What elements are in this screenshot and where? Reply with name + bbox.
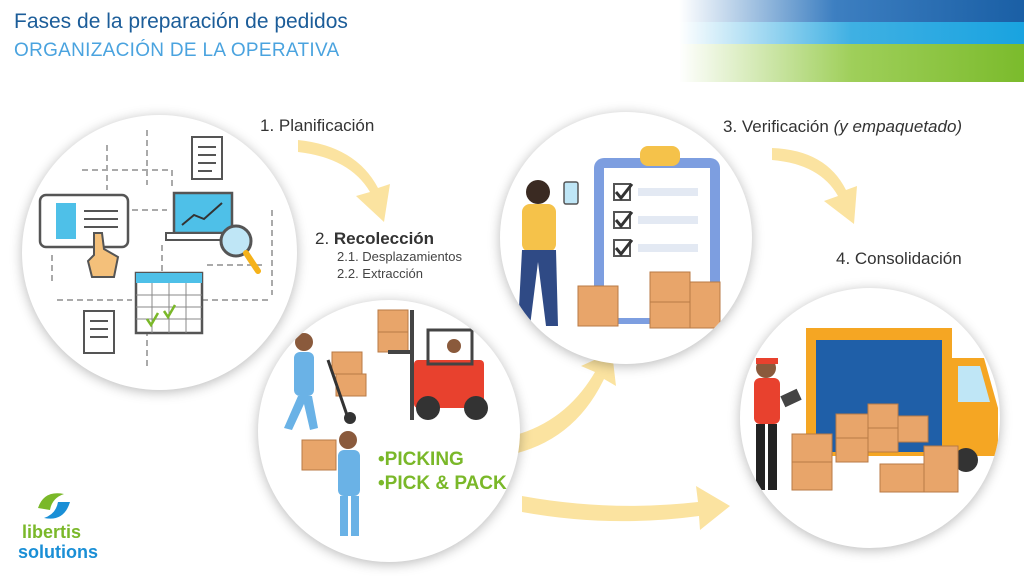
document-icon-2 bbox=[83, 310, 115, 354]
delivery-man-icon bbox=[754, 358, 802, 490]
collection-circle bbox=[258, 300, 520, 562]
arrow-collect-to-consolidate bbox=[522, 486, 730, 530]
step-collection-sub-1: 2.1. Desplazamientos bbox=[337, 249, 463, 264]
forklift-icon bbox=[377, 309, 488, 420]
arrow-verify-to-consolidate bbox=[772, 148, 857, 224]
step-collection-title: Recolección bbox=[333, 229, 435, 248]
dashed-arrows-icon bbox=[51, 130, 273, 370]
step-verification-prefix: 3. Verificación bbox=[723, 117, 834, 136]
truck-icon bbox=[806, 328, 998, 472]
laptop-chart-icon bbox=[165, 191, 243, 241]
planning-circle bbox=[22, 115, 297, 390]
boxes-icon bbox=[791, 403, 959, 493]
document-icon bbox=[191, 136, 223, 180]
step-planning-label: 1. Planificación bbox=[260, 116, 375, 135]
calendar-icon bbox=[134, 271, 204, 335]
logo-text-libertis: libertis bbox=[22, 522, 82, 542]
header-band-blue bbox=[679, 0, 1024, 22]
page-subtitle: ORGANIZACIÓN DE LA OPERATIVA bbox=[14, 40, 340, 61]
worker-handtruck-icon bbox=[284, 333, 367, 430]
hand-pointer-icon bbox=[86, 232, 120, 278]
logo-mark-icon bbox=[38, 493, 70, 519]
verification-circle bbox=[500, 112, 752, 364]
step-collection-sub-2: 2.2. Extracción bbox=[337, 266, 423, 281]
arrow-plan-to-collect bbox=[298, 140, 390, 222]
step-collection-label: 2. Recolección bbox=[315, 229, 434, 249]
step-verification-note: (y empaquetado) bbox=[833, 117, 963, 136]
pick-and-pack-label: •PICK & PACK bbox=[378, 473, 507, 494]
step-collection-prefix: 2. bbox=[315, 229, 334, 248]
tablet-icon bbox=[38, 193, 130, 249]
header-band-green bbox=[679, 44, 1024, 82]
libertis-logo: libertis solutions bbox=[18, 488, 108, 568]
woman-tablet-icon bbox=[518, 180, 579, 326]
step-verification-label: 3. Verificación (y empaquetado) bbox=[723, 117, 962, 137]
logo-text-solutions: solutions bbox=[18, 542, 98, 562]
page-title: Fases de la preparación de pedidos bbox=[14, 10, 348, 33]
magnifier-icon bbox=[219, 224, 261, 274]
worker-box-icon bbox=[301, 431, 360, 536]
step-consolidation-label: 4. Consolidación bbox=[836, 249, 962, 268]
picking-label: •PICKING bbox=[378, 449, 464, 470]
consolidation-circle bbox=[740, 288, 1000, 548]
boxes-icon bbox=[577, 271, 721, 329]
header-band-lightblue bbox=[679, 22, 1024, 44]
